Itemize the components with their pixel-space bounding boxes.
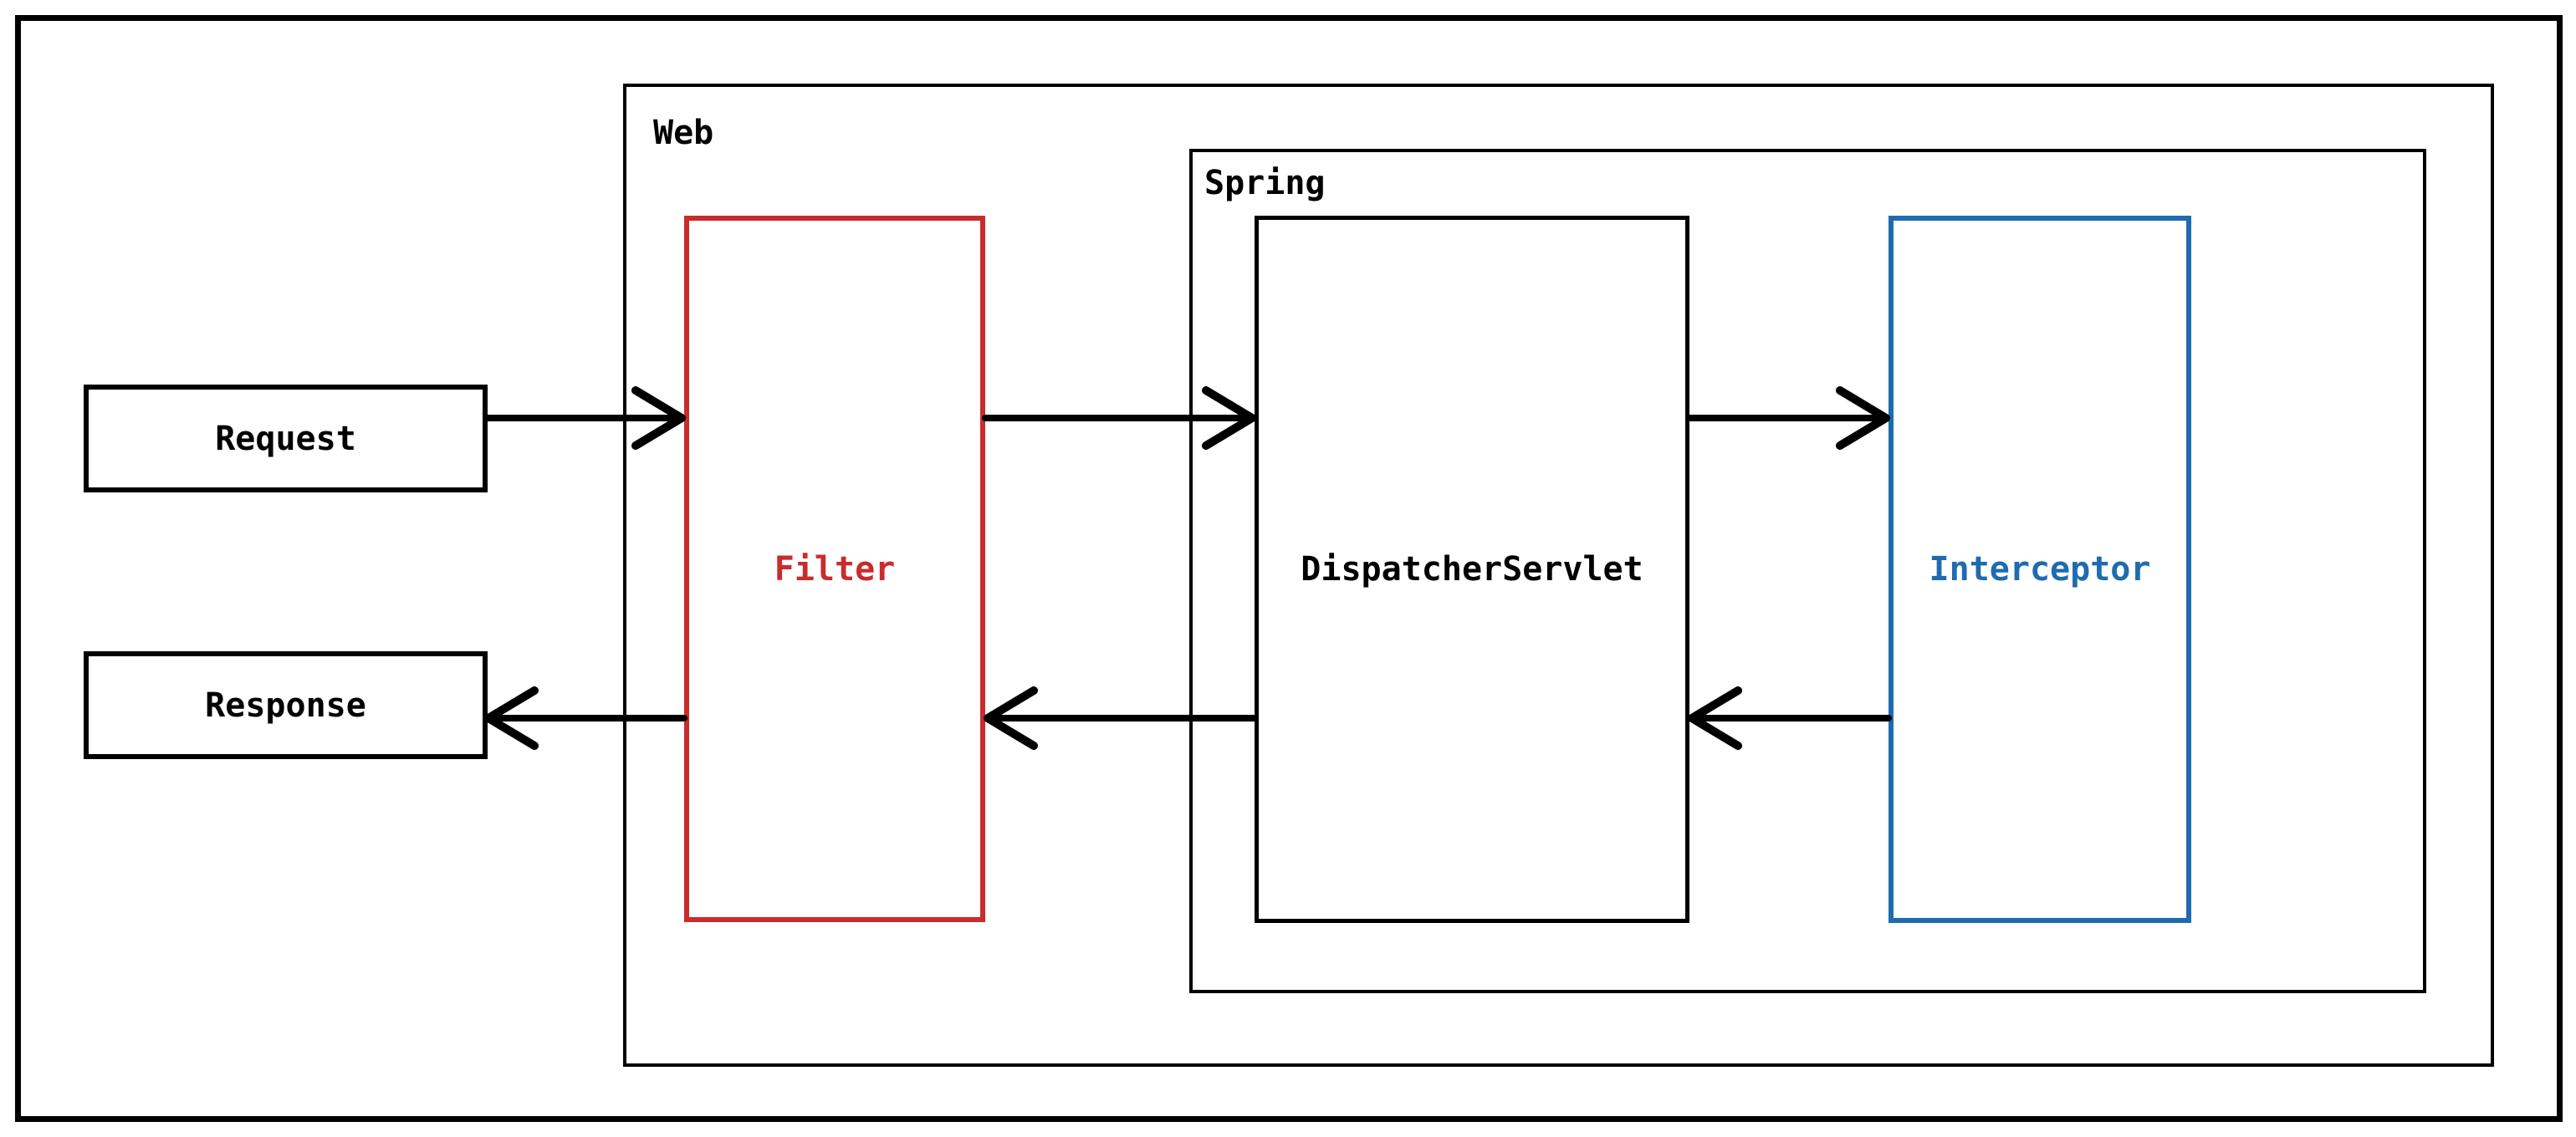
web-label: Web [653,114,714,152]
request-label: Request [215,419,356,458]
spring-container: Spring [1189,149,2426,993]
filter-node: Filter [684,216,985,922]
interceptor-node: Interceptor [1889,216,2191,923]
response-node: Response [84,651,488,759]
filter-label: Filter [774,549,896,589]
request-node: Request [84,385,488,492]
spring-label: Spring [1204,164,1326,202]
response-label: Response [205,686,366,725]
dispatcher-servlet-node: DispatcherServlet [1255,216,1689,923]
outer-frame [15,15,2563,1122]
dispatcher-servlet-label: DispatcherServlet [1301,550,1643,589]
web-container: Web [623,84,2494,1067]
interceptor-label: Interceptor [1929,550,2151,589]
